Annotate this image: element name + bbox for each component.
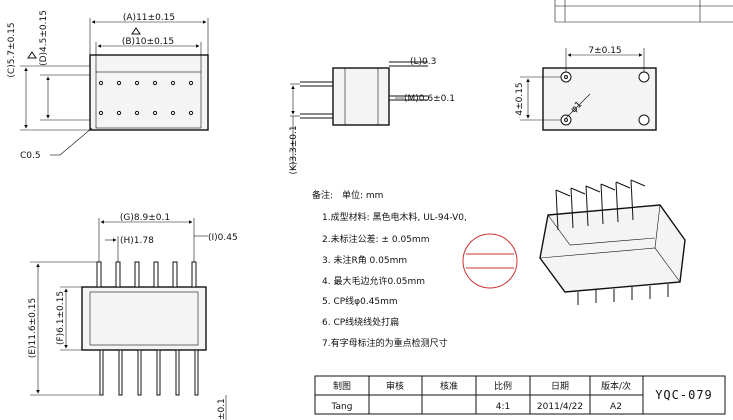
dim-g-label: (G)8.9±0.1 bbox=[120, 213, 170, 223]
front-view-lower-pins bbox=[99, 349, 199, 396]
side-view-body bbox=[332, 67, 390, 126]
dim-l-label: (L)0.3 bbox=[410, 57, 436, 67]
bottom-view: 7±0.15 4±0.15 φ1 bbox=[515, 46, 657, 131]
isometric-view bbox=[539, 179, 686, 305]
note-item-3: 3. 未注R角 0.05mm bbox=[322, 254, 407, 266]
note-item-6: 6. CP线绕线处打扁 bbox=[322, 316, 399, 328]
tb-header-version: 版本/次 bbox=[601, 380, 631, 392]
tb-value-version: A2 bbox=[610, 402, 622, 412]
tb-header-drawn: 制图 bbox=[333, 380, 351, 392]
dim-f-label: (F)6.1±0.15 bbox=[56, 291, 66, 345]
tb-value-date: 2011/4/22 bbox=[537, 402, 583, 412]
note-item-7: 7.有字母标注的为重点检测尺寸 bbox=[322, 337, 448, 349]
top-view-pin-holes bbox=[98, 80, 194, 116]
dim-a-label: (A)11±0.15 bbox=[123, 13, 175, 23]
tb-header-scale: 比例 bbox=[494, 380, 512, 392]
dim-j-label: 2±0.1 bbox=[217, 398, 227, 420]
front-view: (G)8.9±0.1 (H)1.78 (I)0.45 (E)11.6±0.15 … bbox=[28, 213, 238, 420]
top-view-inner bbox=[95, 71, 202, 129]
note-item-1: 1.成型材料: 黑色电木料, UL-94-V0, bbox=[322, 211, 467, 223]
dim-m-label: (M)0.6±0.1 bbox=[404, 94, 455, 104]
mount-hole-br bbox=[638, 114, 650, 126]
dim-d-label: (D)4.5±0.15 bbox=[39, 10, 49, 66]
triangle-mark-c-icon bbox=[27, 51, 37, 59]
tb-header-date: 日期 bbox=[551, 381, 569, 392]
part-code: YQC-079 bbox=[655, 388, 713, 402]
inspection-stamp-icon bbox=[462, 233, 518, 289]
top-view: (A)11±0.15 (B)10±0.15 (C)5.7±0.15 (D)4.5… bbox=[7, 10, 209, 161]
mount-hole-tr bbox=[638, 71, 650, 83]
dim-e-label: (E)11.6±0.15 bbox=[28, 298, 38, 358]
front-view-upper-pins bbox=[96, 261, 197, 288]
chamfer-label: C0.5 bbox=[20, 151, 41, 161]
triangle-mark-icon bbox=[131, 27, 141, 35]
front-view-body bbox=[81, 286, 207, 351]
dim-k-label: (K)3.3±0.1 bbox=[289, 125, 299, 174]
top-view-body bbox=[89, 54, 209, 131]
tb-header-approved: 核准 bbox=[440, 380, 458, 392]
tb-value-drawn: Tang bbox=[331, 402, 353, 412]
notes-header: 备注: bbox=[312, 189, 333, 201]
dim-c-label: (C)5.7±0.15 bbox=[7, 22, 17, 77]
notes-block: 备注: 单位: mm 1.成型材料: 黑色电木料, UL-94-V0, 2.未标… bbox=[312, 189, 467, 349]
note-item-4: 4. 最大毛边允许0.05mm bbox=[322, 275, 425, 287]
isometric-lower-pins bbox=[577, 284, 669, 305]
note-item-5: 5. CP线φ0.45mm bbox=[322, 295, 398, 307]
title-block: 制图 审核 核准 比例 日期 版本/次 Tang 4:1 2011/4/22 A… bbox=[314, 375, 726, 415]
notes-unit: 单位: mm bbox=[342, 189, 383, 201]
dim-h-label: (H)1.78 bbox=[120, 236, 154, 246]
dim-h4-label: 4±0.15 bbox=[515, 82, 525, 115]
isometric-upper-pins bbox=[555, 179, 646, 231]
note-item-2: 2.未标注公差: ± 0.05mm bbox=[322, 233, 429, 245]
dim-b-label: (B)10±0.15 bbox=[122, 37, 174, 47]
tb-header-checked: 审核 bbox=[386, 380, 404, 392]
dim-i-label: (I)0.45 bbox=[208, 233, 238, 243]
partial-revision-table bbox=[554, 0, 733, 23]
tb-value-scale: 4:1 bbox=[496, 402, 510, 412]
dim-pitch7-label: 7±0.15 bbox=[588, 46, 621, 56]
side-view: (L)0.3 (M)0.6±0.1 (K)3.3±0.1 bbox=[289, 57, 455, 175]
